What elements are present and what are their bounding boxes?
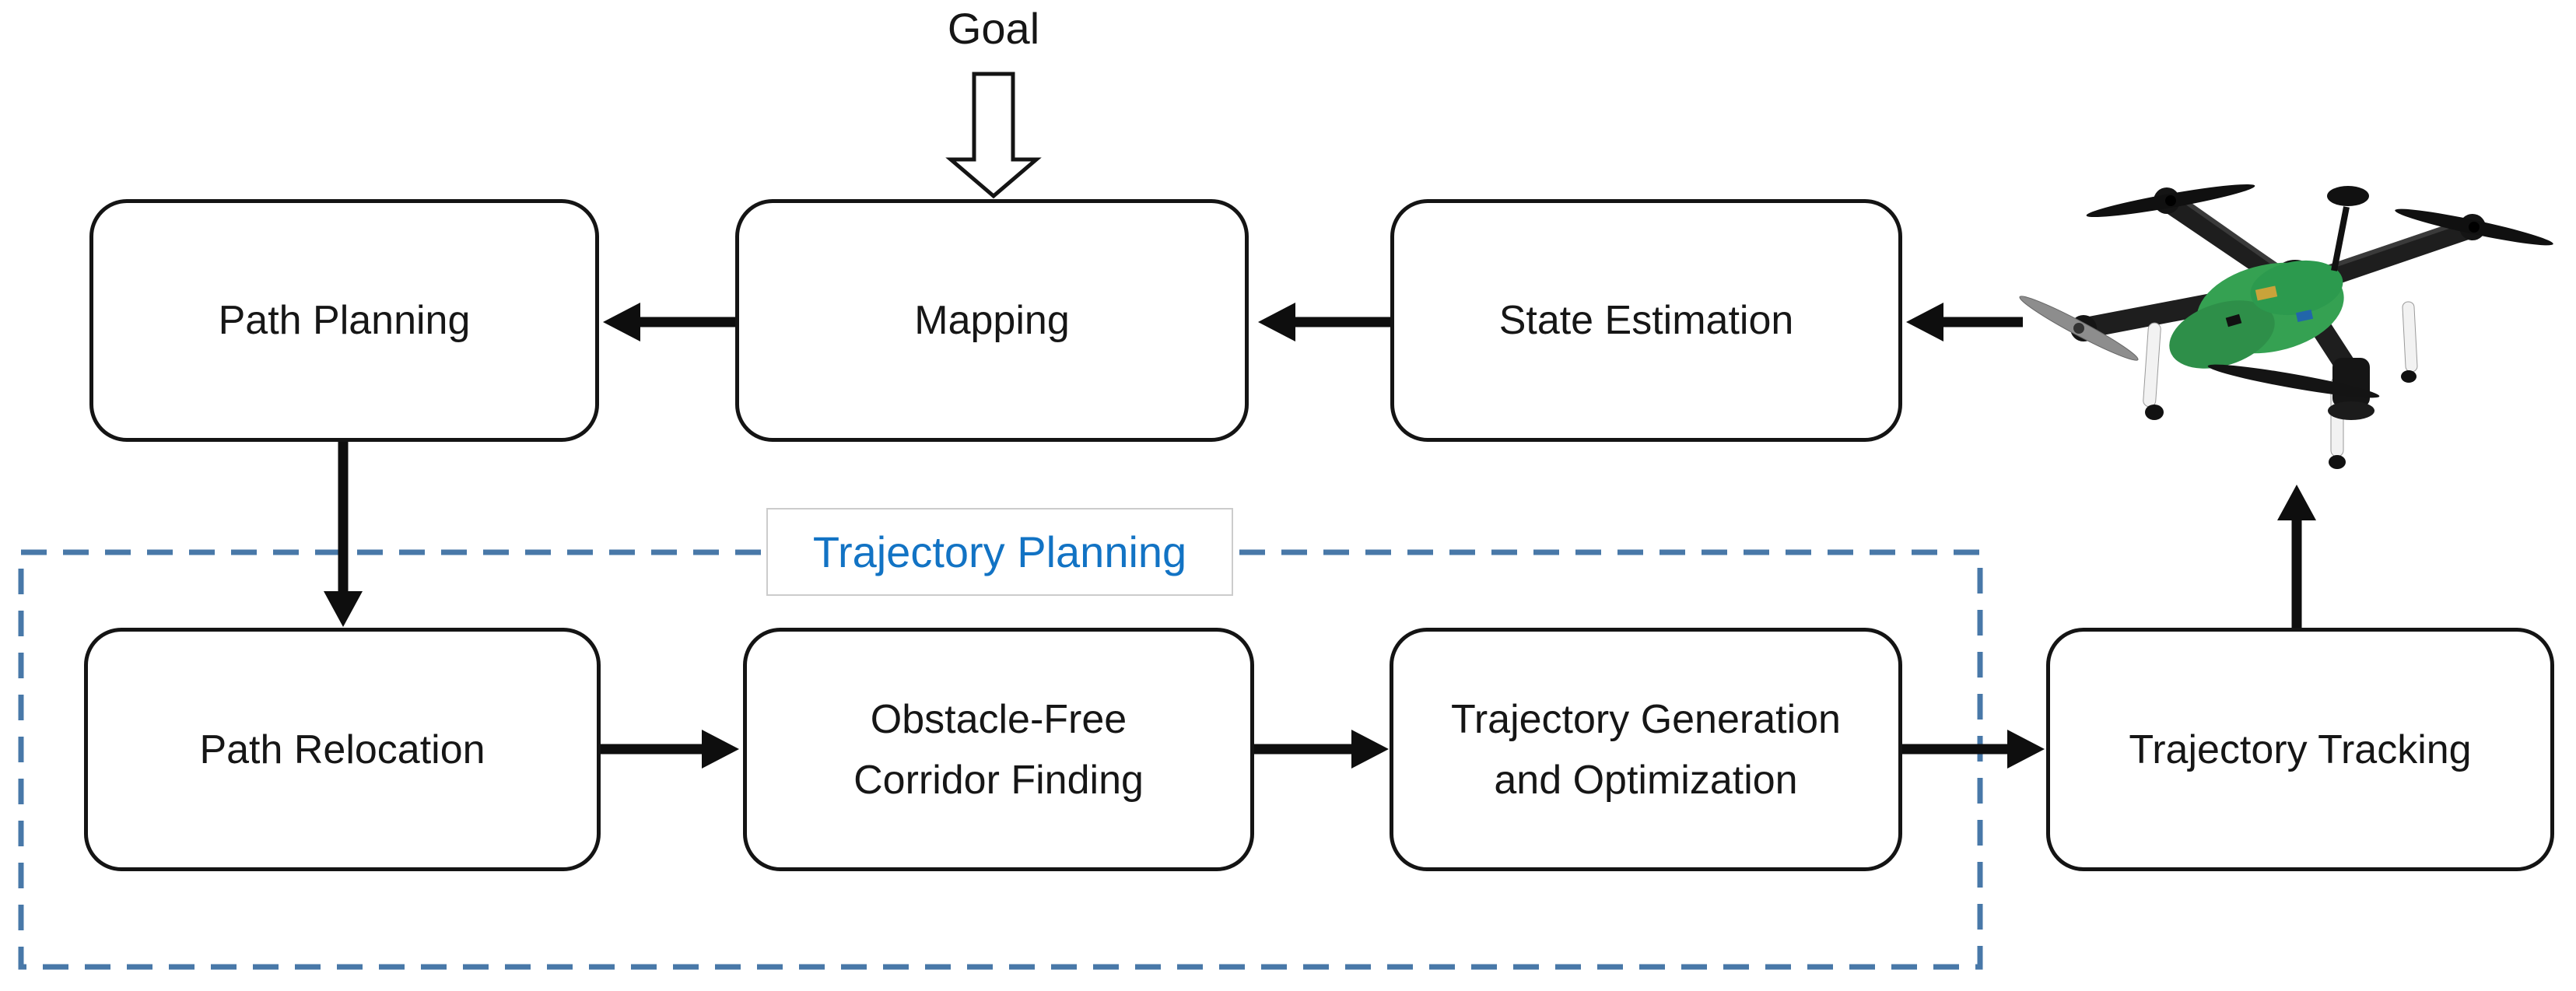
arrow-path-planning-to-path-relocation [324, 442, 363, 627]
node-path-relocation: Path Relocation [84, 628, 601, 871]
arrow-trajectory-generation-to-tracking [1902, 730, 2045, 769]
goal-label: Goal [947, 4, 1040, 53]
node-trajectory-tracking: Trajectory Tracking [2046, 628, 2554, 871]
node-path-planning: Path Planning [89, 199, 599, 442]
drone-image [2019, 184, 2553, 469]
node-label: Trajectory Generation and Optimization [1451, 696, 1841, 803]
node-label: Obstacle-Free Corridor Finding [853, 696, 1144, 803]
group-label-text: Trajectory Planning [812, 527, 1187, 576]
node-label: Mapping [914, 298, 1070, 343]
arrow-state-estimation-to-mapping [1258, 303, 1390, 341]
trajectory-planning-group-label: Trajectory Planning [766, 508, 1233, 596]
node-label: Trajectory Tracking [2129, 727, 2472, 772]
node-label: State Estimation [1498, 298, 1794, 343]
node-state-estimation: State Estimation [1390, 199, 1902, 442]
goal-down-arrow-icon [945, 72, 1042, 199]
arrow-mapping-to-path-planning [603, 303, 735, 341]
node-label: Path Relocation [199, 727, 485, 772]
arrow-corridor-finding-to-trajectory-generation [1254, 730, 1389, 769]
node-obstacle-free-corridor-finding: Obstacle-Free Corridor Finding [743, 628, 1254, 871]
arrow-path-relocation-to-corridor-finding [601, 730, 739, 769]
node-trajectory-generation-and-optimization: Trajectory Generation and Optimization [1390, 628, 1902, 871]
arrow-trajectory-tracking-to-drone [2277, 485, 2316, 628]
node-label: Path Planning [218, 298, 471, 343]
node-mapping: Mapping [735, 199, 1249, 442]
arrow-drone-to-state-estimation [1906, 303, 2023, 341]
